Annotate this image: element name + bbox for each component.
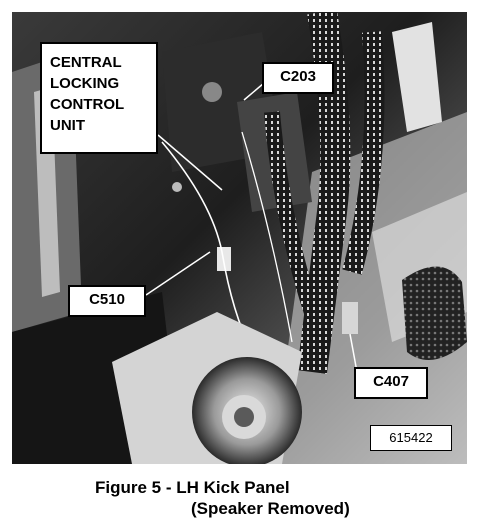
- secondary-harness: [342, 31, 385, 275]
- mount-bolt: [202, 82, 222, 102]
- mount-bolt: [172, 182, 182, 192]
- central-locking-control-unit-label: CENTRAL LOCKING CONTROL UNIT: [40, 42, 158, 154]
- connector-c407-body: [342, 302, 358, 334]
- leader-line-central: [157, 134, 223, 191]
- connector-c510-label: C510: [68, 285, 146, 317]
- leader-line-c510: [145, 251, 211, 296]
- figure-caption-title: Figure 5 - LH Kick Panel: [95, 478, 290, 497]
- speaker-magnet: [234, 407, 254, 427]
- figure-number: 615422: [370, 425, 452, 451]
- connector-c203-body: [392, 22, 442, 132]
- white-wire: [241, 131, 293, 343]
- figure-caption-subtitle: (Speaker Removed): [191, 499, 350, 518]
- leader-line-c407: [349, 333, 358, 373]
- connector-c407-label: C407: [354, 367, 428, 399]
- connector-c203-label: C203: [262, 62, 334, 94]
- lower-harness: [264, 111, 330, 345]
- brake-pedal: [402, 266, 467, 360]
